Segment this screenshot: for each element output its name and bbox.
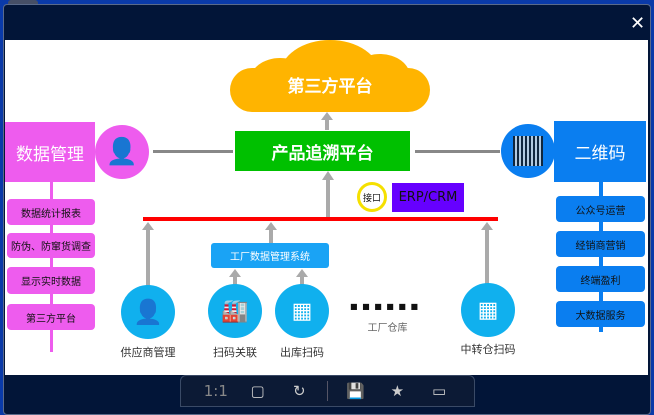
arrow-center-right <box>415 150 500 153</box>
node-label: 扫码关联 <box>213 346 257 359</box>
rotate-icon[interactable]: ↻ <box>292 382 306 400</box>
right-item: 大数据服务 <box>556 301 645 327</box>
node-label: 出库扫码 <box>280 346 324 359</box>
right-title: 二维码 <box>574 144 626 164</box>
close-button[interactable]: ✕ <box>630 13 646 34</box>
center-label: 产品追溯平台 <box>271 143 374 164</box>
factory-icon: 🏭 <box>208 284 262 338</box>
center-platform: 产品追溯平台 <box>235 131 410 171</box>
warehouse-icon: ▦ <box>275 284 329 338</box>
person-circle-icon: 👤 <box>95 125 149 179</box>
fit-screen-icon[interactable]: ▢ <box>250 382 265 400</box>
tablet-icon[interactable]: ▭ <box>431 382 447 400</box>
factory-system-box: 工厂数据管理系统 <box>211 243 329 268</box>
arrow-left-center <box>153 150 233 153</box>
red-bus-line <box>143 217 498 221</box>
left-item: 显示实时数据 <box>7 267 95 294</box>
cloud-shape <box>230 40 430 112</box>
right-item: 经销商营销 <box>556 231 645 257</box>
right-item: 公众号运营 <box>556 196 645 222</box>
left-title: 数据管理 <box>16 144 84 165</box>
interface-cycle-icon: 接口 <box>357 182 387 212</box>
left-item: 防伪、防窜货调查 <box>7 233 95 258</box>
factory-system-label: 工厂数据管理系统 <box>230 252 310 263</box>
right-title-box: 二维码 <box>554 121 646 182</box>
cloud-label: 第三方平台 <box>287 77 373 97</box>
left-title-box: 数据管理 <box>5 122 95 182</box>
arrow-bus-center <box>326 178 330 217</box>
qr-code-circle-icon <box>501 124 555 178</box>
node-label: 供应商管理 <box>120 346 176 359</box>
warehouse-label: 工厂仓库 <box>367 323 408 334</box>
right-item: 终端盈利 <box>556 266 645 292</box>
actual-size-button[interactable]: 1:1 <box>203 382 228 400</box>
bookmark-star-icon[interactable]: ★ <box>390 382 405 400</box>
erp-crm-box: ERP/CRM <box>392 183 464 212</box>
supplier-icon: 👤 <box>121 285 175 339</box>
ellipsis-dots: ■ ■ ■ ■ ■ ■ <box>350 302 420 311</box>
viewer-toolbar: 1:1 ▢ ↻ 💾 ★ ▭ <box>180 375 475 407</box>
left-item: 第三方平台 <box>7 304 95 330</box>
interface-label: 接口 <box>362 193 381 204</box>
left-item: 数据统计报表 <box>7 199 95 225</box>
save-icon[interactable]: 💾 <box>346 382 365 400</box>
transit-warehouse-icon: ▦ <box>461 283 515 337</box>
arrow-cloud-center <box>325 118 329 130</box>
node-label: 中转仓扫码 <box>460 343 516 356</box>
erp-label: ERP/CRM <box>398 190 458 205</box>
diagram-canvas: 第三方平台 产品追溯平台 数据管理 👤 数据统计报表 防伪、防窜货调查 显示实时… <box>5 40 648 375</box>
